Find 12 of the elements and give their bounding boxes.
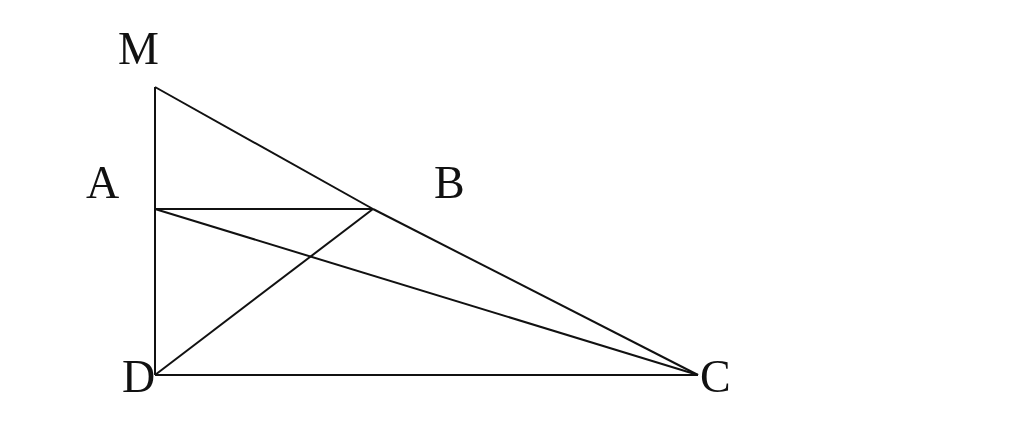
- line-segment: [154, 208, 156, 376]
- line-segment: [154, 374, 699, 376]
- line-segment: [154, 208, 374, 210]
- line-segment: [154, 208, 699, 376]
- line-segment: [154, 86, 156, 210]
- point-label: C: [700, 354, 731, 400]
- point-label: A: [86, 160, 120, 206]
- point-label: B: [434, 160, 465, 206]
- point-label: M: [118, 26, 159, 72]
- point-label: D: [122, 354, 156, 400]
- line-segment: [154, 208, 374, 376]
- line-segment: [154, 86, 374, 210]
